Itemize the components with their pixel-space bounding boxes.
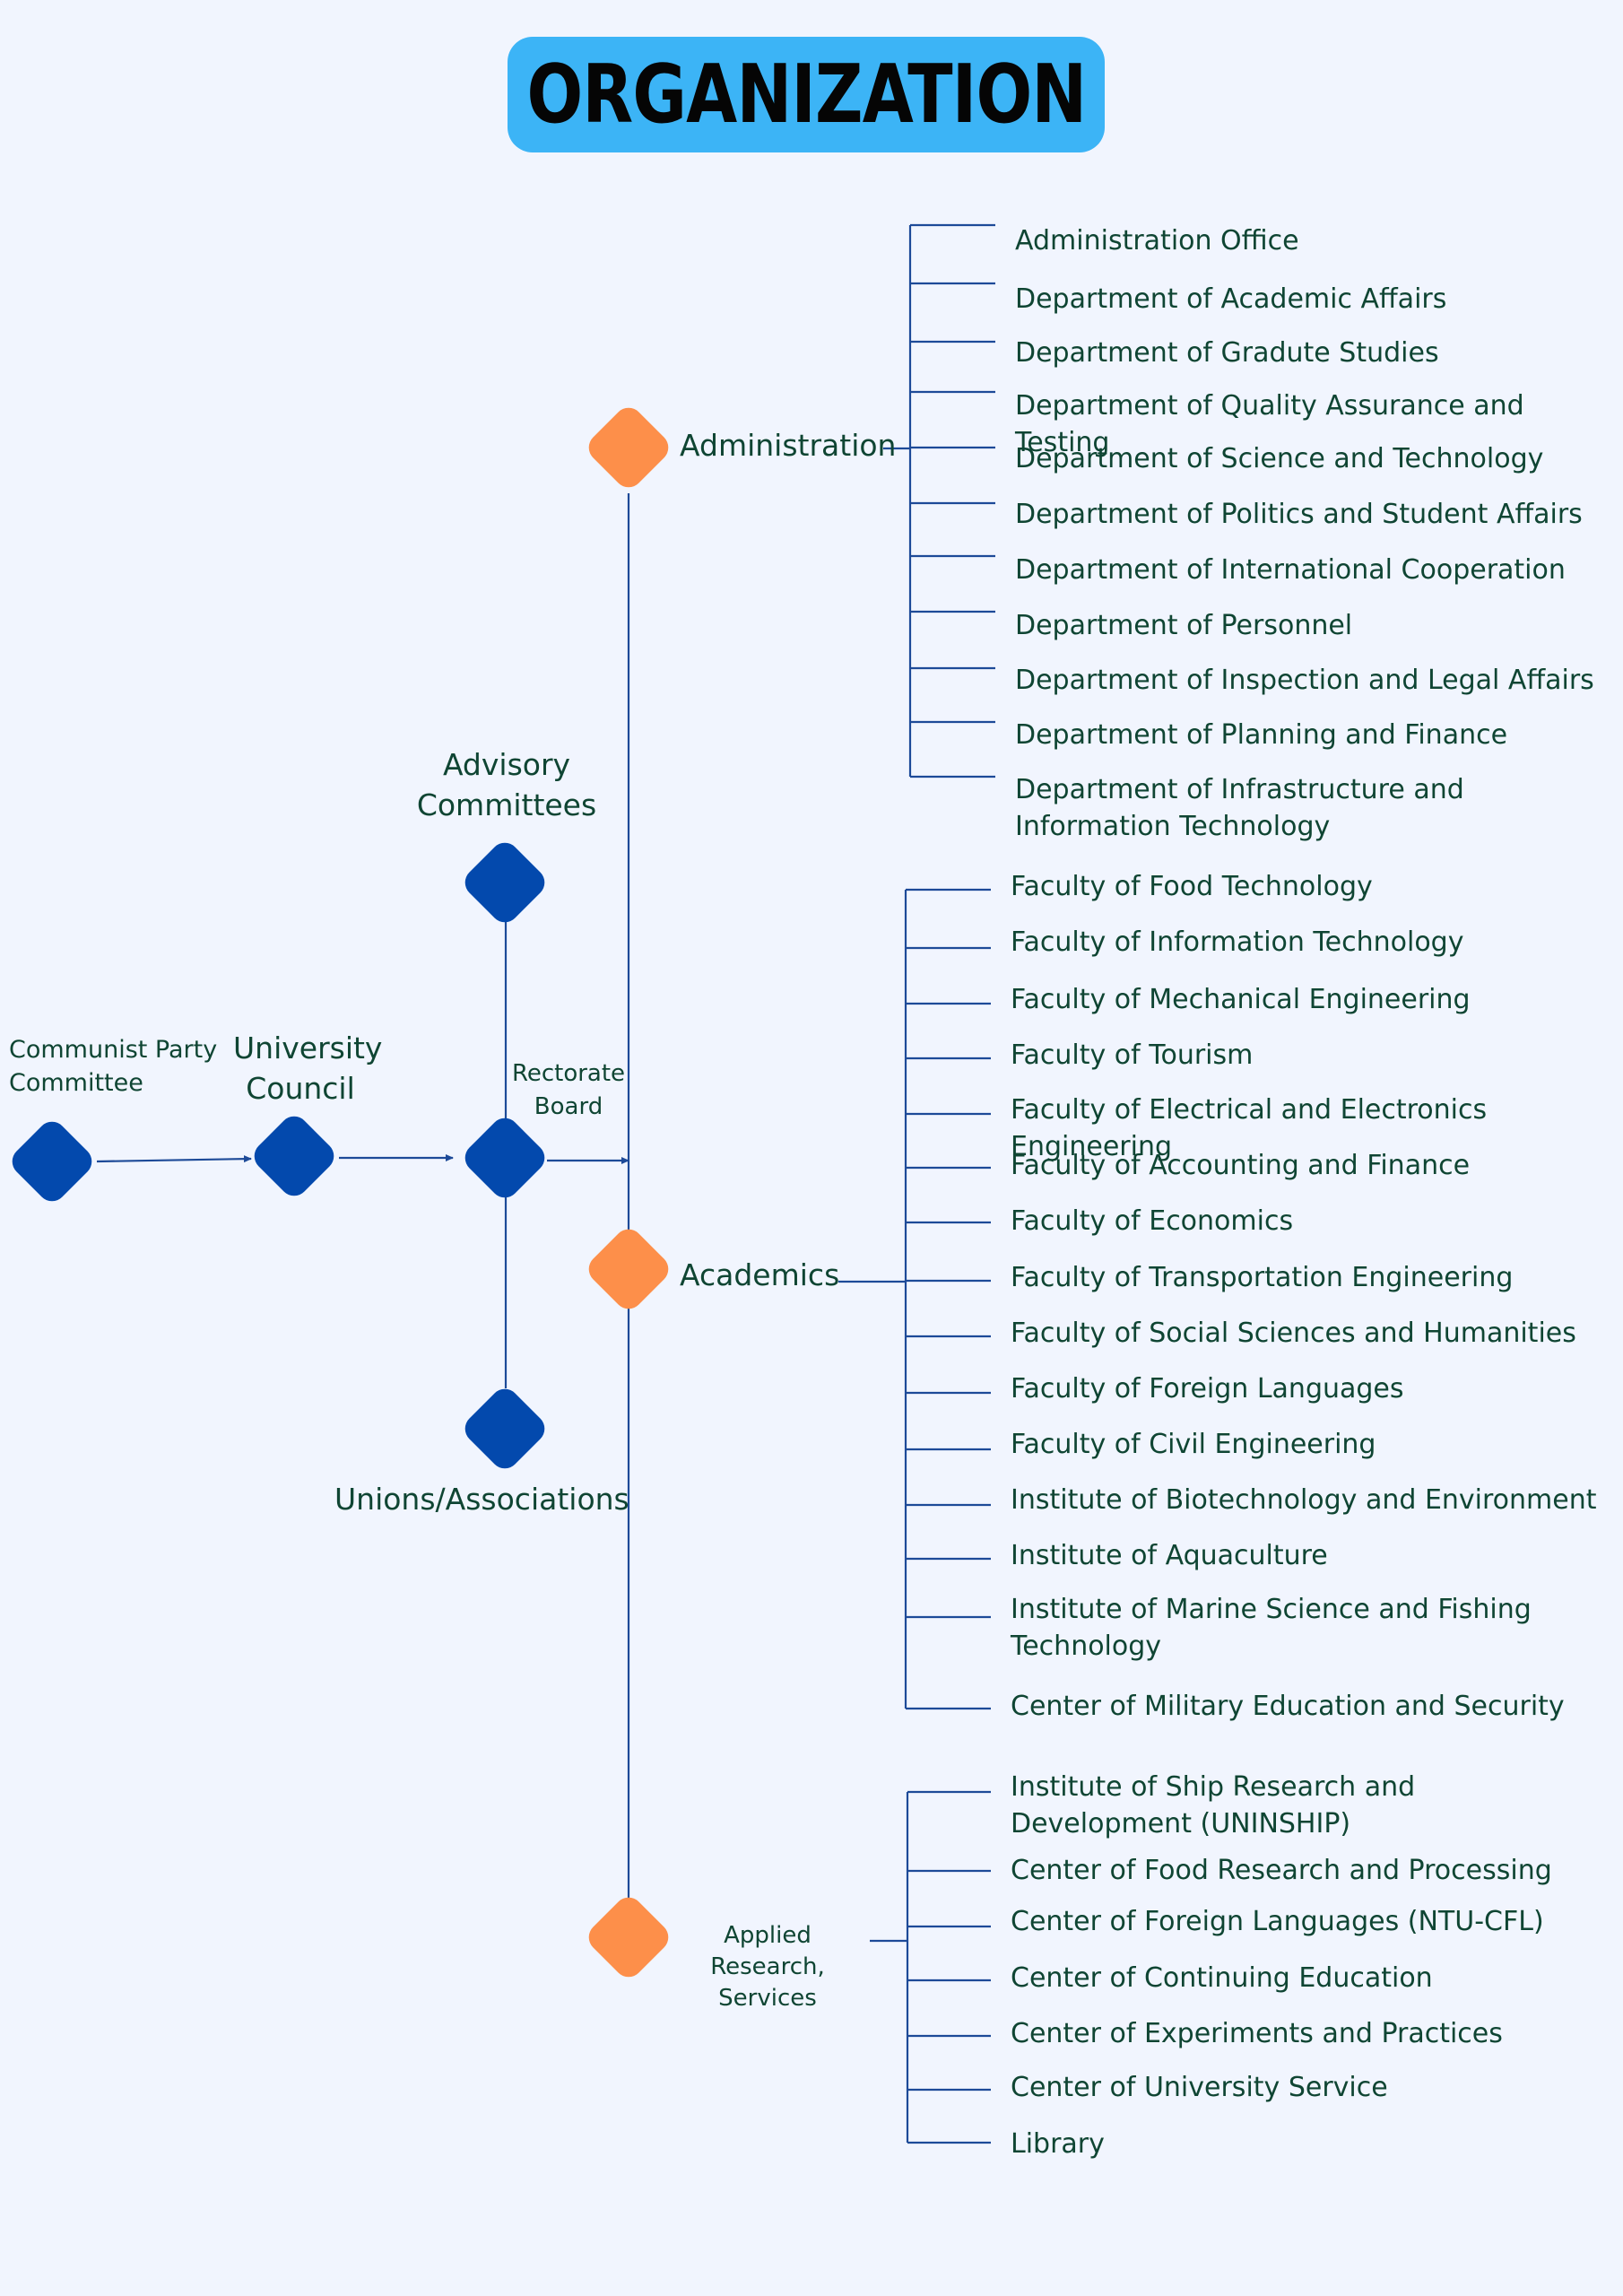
org-unit-label: Institute of Ship Research and Developme… (1011, 1771, 1416, 1839)
org-unit-label: Institute of Marine Science and Fishing … (1011, 1594, 1532, 1662)
org-unit-label: Department of Infrastructure and Informa… (1015, 774, 1464, 842)
org-unit-label: Center of Continuing Education (1011, 1962, 1433, 1994)
label-administration: Administration (680, 428, 897, 463)
org-unit-label: Institute of Biotechnology and Environme… (1011, 1484, 1597, 1516)
org-unit-label: Faculty of Accounting and Finance (1011, 1150, 1471, 1181)
org-unit-label: Department of Inspection and Legal Affai… (1015, 665, 1594, 696)
org-unit-label: Center of Experiments and Practices (1011, 2018, 1503, 2049)
label-unions-associations: Unions/Associations (334, 1482, 629, 1517)
org-unit-label: Faculty of Civil Engineering (1011, 1429, 1376, 1460)
org-unit-label: Faculty of Transportation Engineering (1011, 1262, 1514, 1293)
org-unit-label: Department of Quality Assurance and Test… (1015, 390, 1524, 458)
org-unit-label: Faculty of Economics (1011, 1205, 1294, 1237)
org-unit-label: Faculty of Electrical and Electronics En… (1011, 1094, 1488, 1162)
label-communist-party: Communist Party Committee (9, 1036, 218, 1097)
org-unit-label: Faculty of Foreign Languages (1011, 1373, 1404, 1405)
org-unit-label: Department of Academic Affairs (1015, 283, 1447, 315)
org-unit-label: Administration Office (1015, 225, 1299, 257)
org-unit-label: Center of University Service (1011, 2072, 1388, 2103)
label-applied-research: Applied Research, Services (710, 1922, 825, 2012)
org-unit-label: Department of International Cooperation (1015, 554, 1566, 586)
org-unit-label: Center of Food Research and Processing (1011, 1855, 1552, 1886)
org-unit-label: Faculty of Food Technology (1011, 871, 1373, 902)
org-unit-label: Institute of Aquaculture (1011, 1540, 1328, 1571)
label-rectorate-board: Rectorate Board (511, 1060, 626, 1120)
org-unit-label: Faculty of Mechanical Engineering (1011, 984, 1471, 1015)
org-unit-label: Center of Foreign Languages (NTU-CFL) (1011, 1906, 1544, 1937)
org-unit-label: Department of Gradute Studies (1015, 337, 1439, 369)
org-unit-label: Department of Personnel (1015, 610, 1353, 641)
org-unit-label: Department of Planning and Finance (1015, 719, 1508, 751)
org-unit-label: Department of Science and Technology (1015, 443, 1544, 474)
org-unit-label: Faculty of Information Technology (1011, 926, 1464, 958)
org-unit-label: Center of Military Education and Securit… (1011, 1691, 1565, 1722)
connector-party-council (96, 1155, 252, 1163)
title-banner: ORGANIZATION (508, 37, 1105, 152)
page-title: ORGANIZATION (526, 48, 1087, 142)
label-advisory-committees: Advisory Committees (416, 747, 597, 822)
org-unit-label: Faculty of Tourism (1011, 1039, 1254, 1071)
org-unit-label: Library (1011, 2128, 1105, 2160)
label-academics: Academics (680, 1257, 840, 1292)
org-unit-label: Department of Politics and Student Affai… (1015, 499, 1583, 530)
org-unit-label: Faculty of Social Sciences and Humanitie… (1011, 1318, 1576, 1349)
label-university-council: University Council (233, 1031, 383, 1106)
